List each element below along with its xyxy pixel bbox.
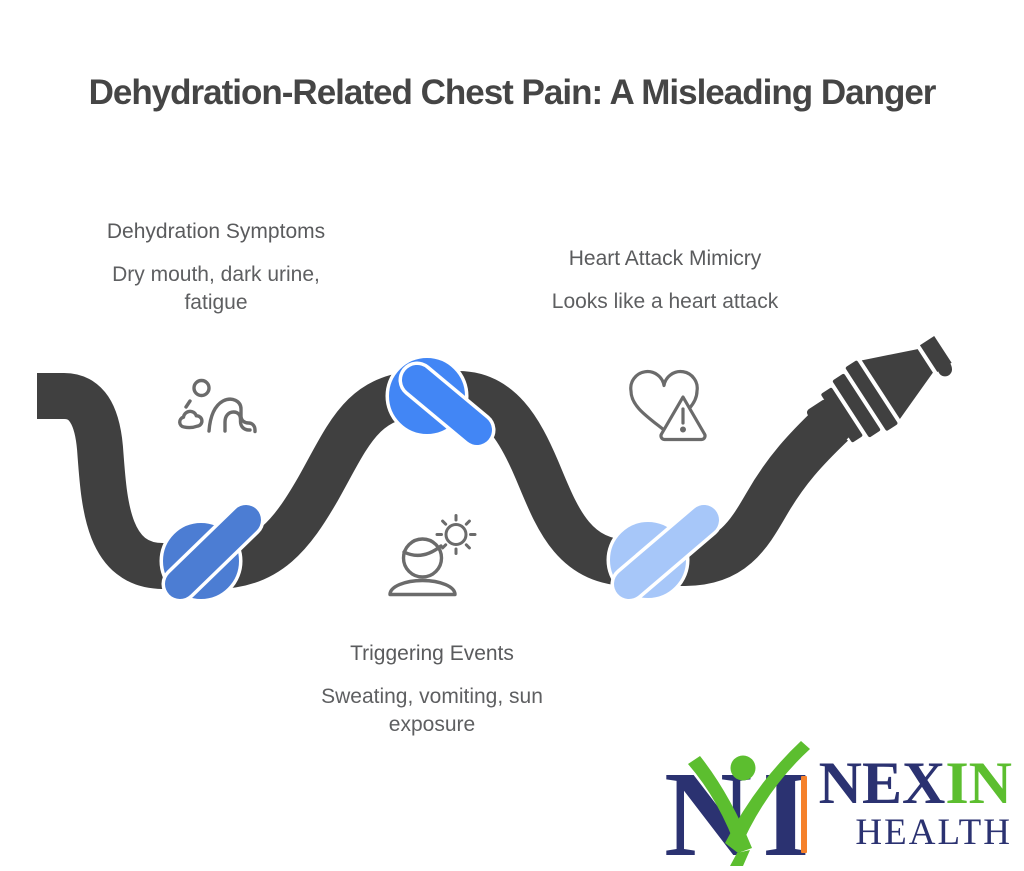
section-body: Sweating, vomiting, sun exposure: [321, 685, 543, 736]
section-dehydration-symptoms: Dehydration Symptoms Dry mouth, dark uri…: [66, 218, 366, 317]
logo-name-health: HEALTH: [855, 812, 1012, 853]
section-heart-attack-mimicry: Heart Attack Mimicry Looks like a heart …: [515, 245, 815, 316]
logo-name: NEXIN: [816, 752, 1012, 814]
crawling-person-icon: [178, 378, 257, 434]
heart-warning-icon: [629, 369, 707, 442]
logo-name-in: IN: [945, 750, 1012, 816]
logo-separator-bar: [801, 776, 807, 853]
section-heading: Triggering Events: [350, 642, 514, 665]
water-drop-icon: [938, 355, 952, 377]
knot-3: [606, 501, 723, 603]
logo-name-nex: NEX: [818, 750, 946, 816]
nexin-health-logo: N I NEXIN HEALTH: [664, 737, 1016, 871]
page-title: Dehydration-Related Chest Pain: A Mislea…: [88, 73, 937, 112]
section-body: Looks like a heart attack: [551, 290, 779, 313]
section-triggering-events: Triggering Events Sweating, vomiting, su…: [282, 640, 582, 739]
section-body: Dry mouth, dark urine, fatigue: [112, 263, 320, 314]
logo-wordmark: NEXIN HEALTH: [816, 752, 1012, 852]
knot-1: [159, 501, 265, 603]
knot-2: [385, 354, 496, 449]
logo-monogram-icon: N I: [664, 741, 810, 867]
person-sun-icon: [388, 514, 477, 597]
section-heading: Heart Attack Mimicry: [568, 247, 762, 270]
section-heading: Dehydration Symptoms: [106, 220, 326, 243]
